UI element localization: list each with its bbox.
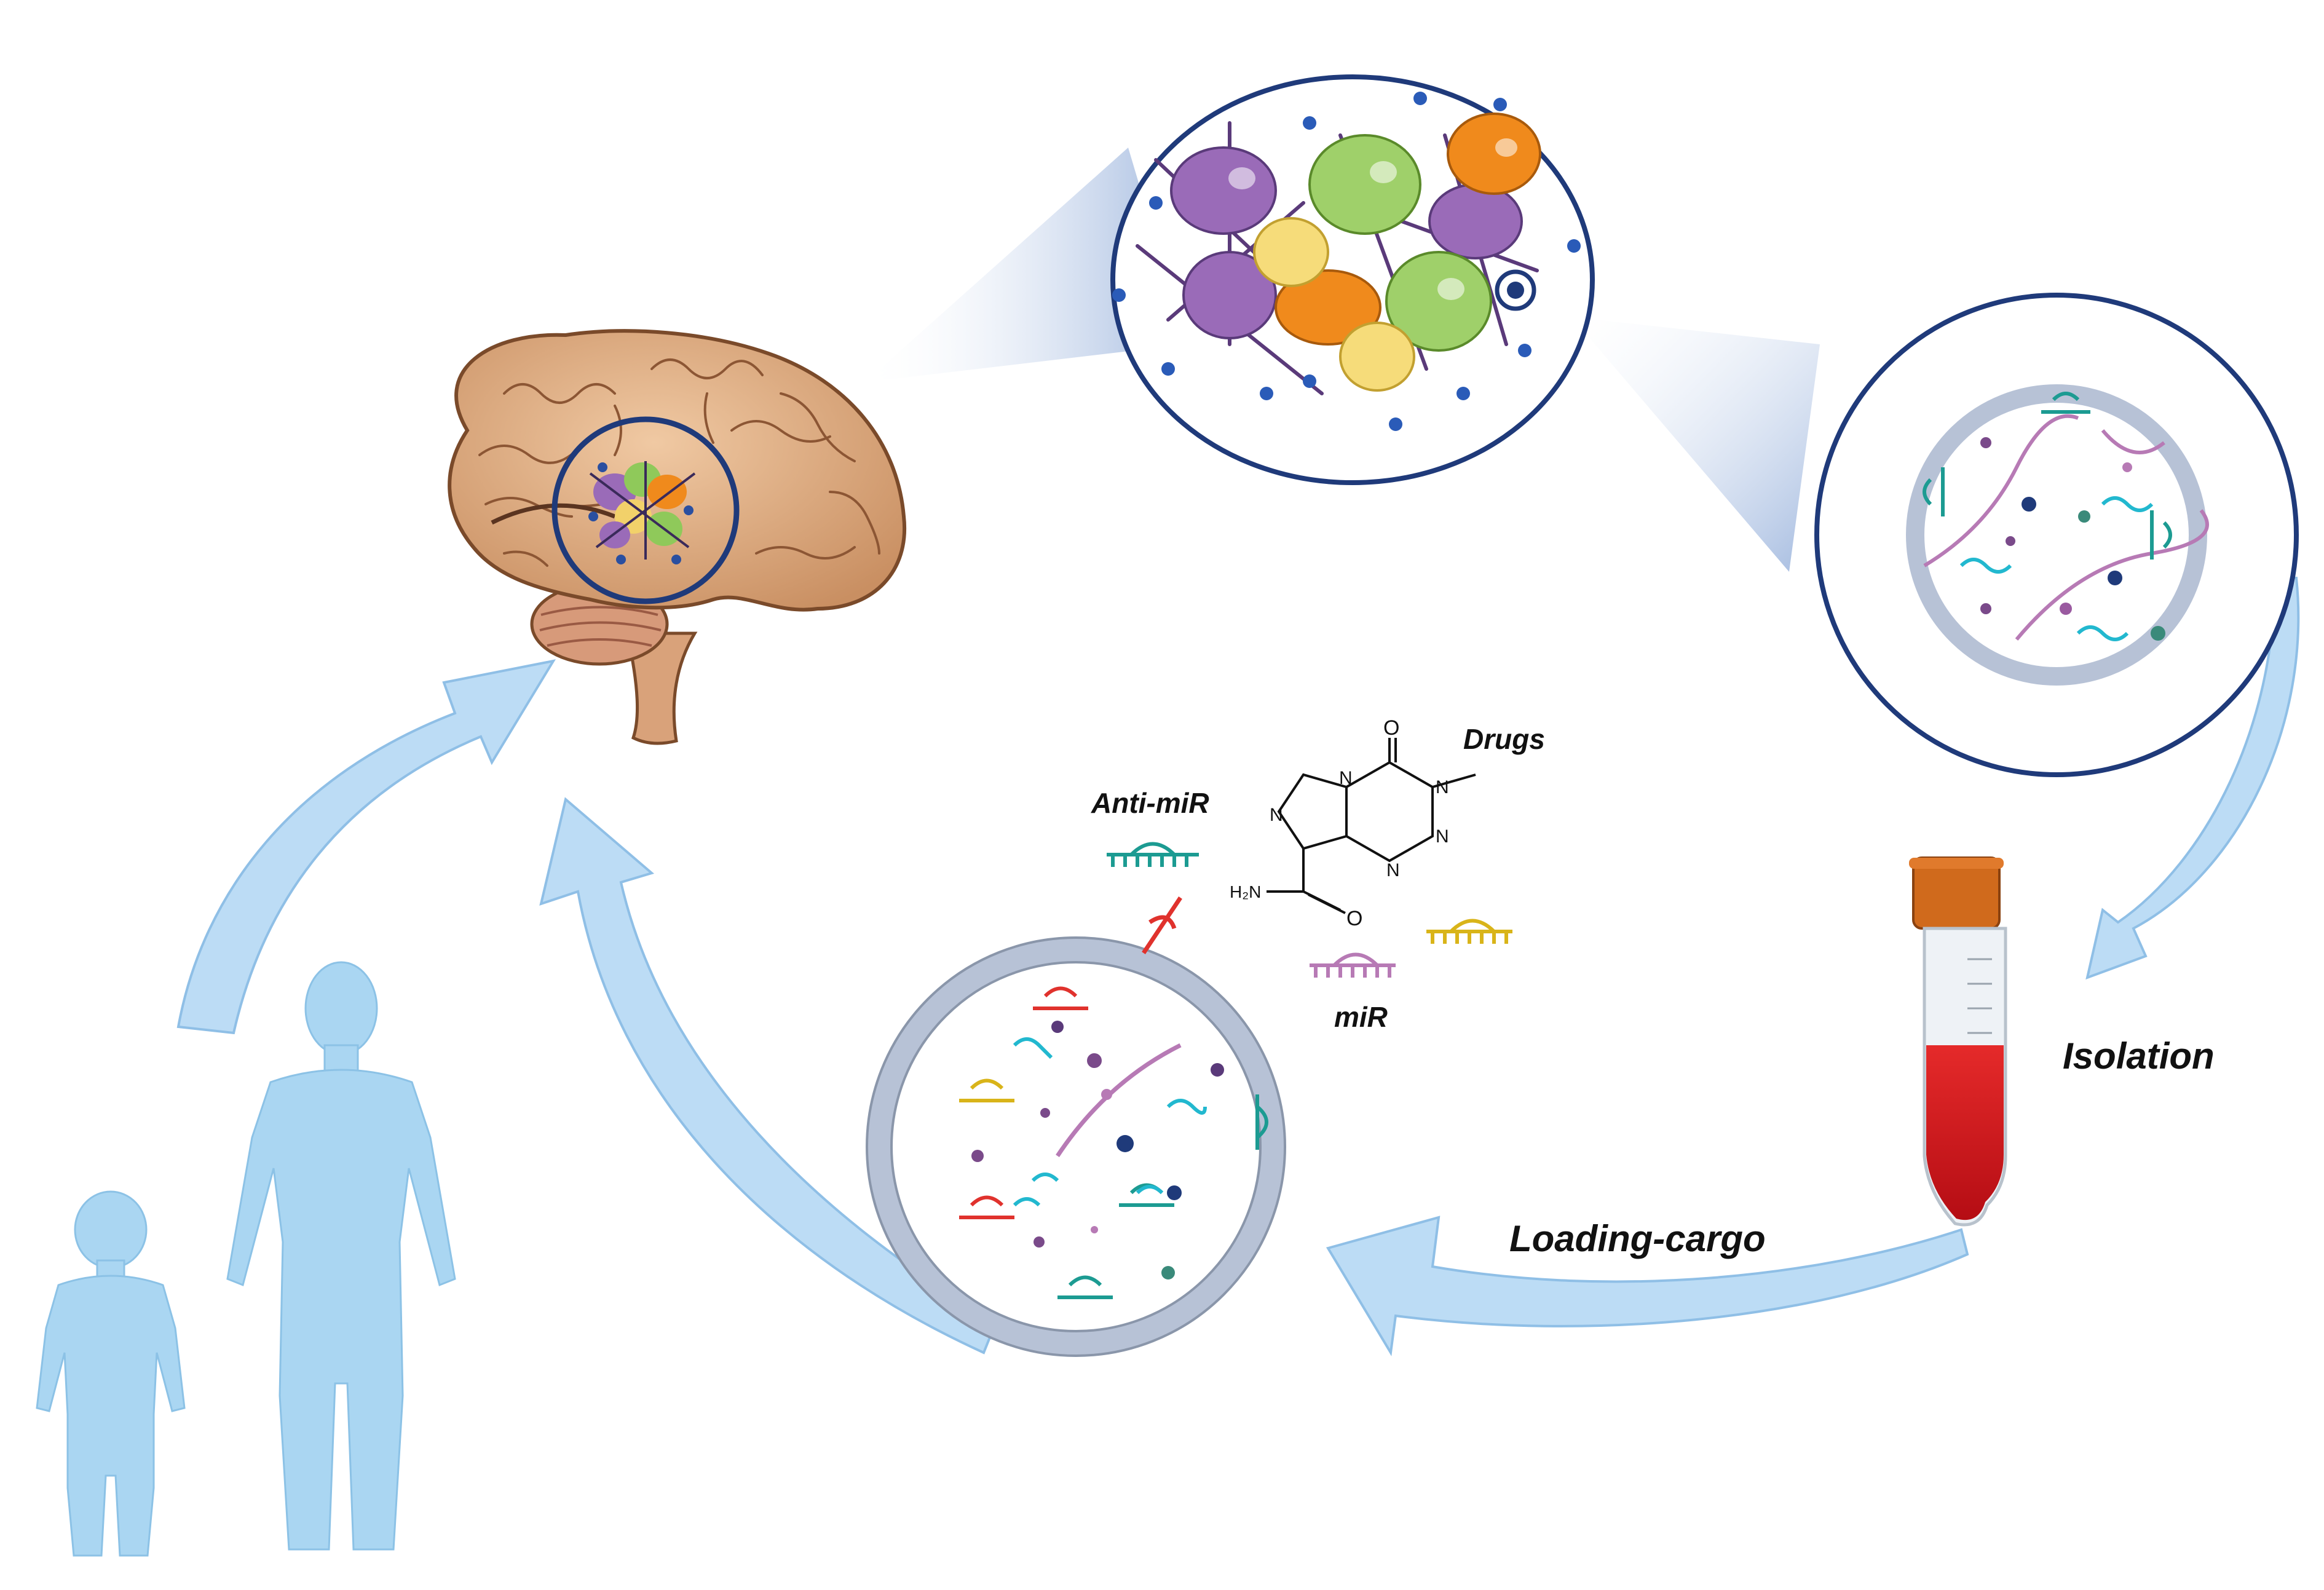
- neuron-orange: [1447, 113, 1541, 195]
- astrocyte-green: [1385, 251, 1492, 352]
- child-silhouette: [36, 1190, 186, 1557]
- loaded-vesicle: [866, 896, 1286, 1357]
- adult-silhouette: [226, 961, 456, 1551]
- human-figures: [36, 961, 456, 1557]
- label-drugs: Drugs: [1463, 723, 1545, 755]
- tube-blood: [1926, 1045, 2004, 1220]
- atom-n-methyl: N: [1436, 777, 1449, 797]
- cerebrum: [448, 329, 907, 612]
- diagram-labels: Drugs Anti-miR miR Isolation Loading-car…: [1091, 723, 2215, 1259]
- atom-o-top: O: [1383, 716, 1399, 740]
- rna-short-teal: [1959, 496, 2154, 641]
- neuron-purple: [1170, 146, 1277, 235]
- arrow-tube-to-vesicle: [1326, 1216, 1969, 1356]
- atom-o-amide: O: [1346, 907, 1362, 930]
- neuron-orange: [1275, 269, 1381, 346]
- mir-molecule: [1310, 952, 1396, 978]
- microglia-yellow: [1339, 322, 1415, 392]
- brain-focus-cells: [588, 461, 696, 564]
- arrow-humans-to-brain: [176, 659, 556, 1035]
- label-isolation: Isolation: [2063, 1035, 2215, 1077]
- atom-n-ring-lower: N: [1436, 826, 1449, 847]
- brainstem: [625, 631, 698, 745]
- neuron-purple: [1428, 183, 1523, 259]
- neuron-purple: [1182, 251, 1277, 339]
- zoom-cone-brain-to-cells: [873, 148, 1187, 381]
- atom-n-imidazole: N: [1270, 805, 1283, 825]
- exosome-contents-dots: [1980, 437, 2165, 641]
- yellow-rna-molecule: [1426, 919, 1512, 944]
- neural-cells-circle: [1110, 74, 1595, 485]
- drug-atom-labels: O N N N N N O H₂N: [1230, 716, 1449, 930]
- astrocyte-green: [1308, 134, 1421, 235]
- drug-structure: [1267, 738, 1476, 914]
- label-anti-mir: Anti-miR: [1091, 787, 1209, 819]
- extracellular-vesicles: [1112, 92, 1581, 431]
- rna-strands-purple: [1923, 414, 2209, 641]
- exosome-circle: [1814, 293, 2299, 777]
- free-rna-molecules: [1107, 842, 1512, 978]
- tube-graduations: [1967, 958, 1992, 1034]
- vesicle-rna-short: [1013, 1037, 1207, 1207]
- vesicle-dots: [971, 1021, 1224, 1280]
- atom-amide-h2n: H₂N: [1230, 882, 1261, 901]
- label-loading-cargo: Loading-cargo: [1509, 1218, 1766, 1259]
- anti-mir-molecule: [1107, 842, 1199, 867]
- rna-hairpins-teal: [1923, 392, 2172, 560]
- microglia-yellow: [1253, 217, 1329, 287]
- blood-sample-tube: [1909, 856, 2007, 1227]
- atom-n-ring-bottom: N: [1386, 860, 1400, 880]
- atom-n-bridge: N: [1339, 768, 1353, 788]
- label-mir: miR: [1334, 1001, 1388, 1033]
- brain-illustration: [448, 329, 907, 745]
- vesicle-rna-purple: [1056, 1043, 1182, 1157]
- zoom-cone-cells-to-exosome: [1568, 317, 1820, 572]
- membrane-anti-mir: [1142, 896, 1182, 954]
- brain-focus-circle: [551, 416, 740, 604]
